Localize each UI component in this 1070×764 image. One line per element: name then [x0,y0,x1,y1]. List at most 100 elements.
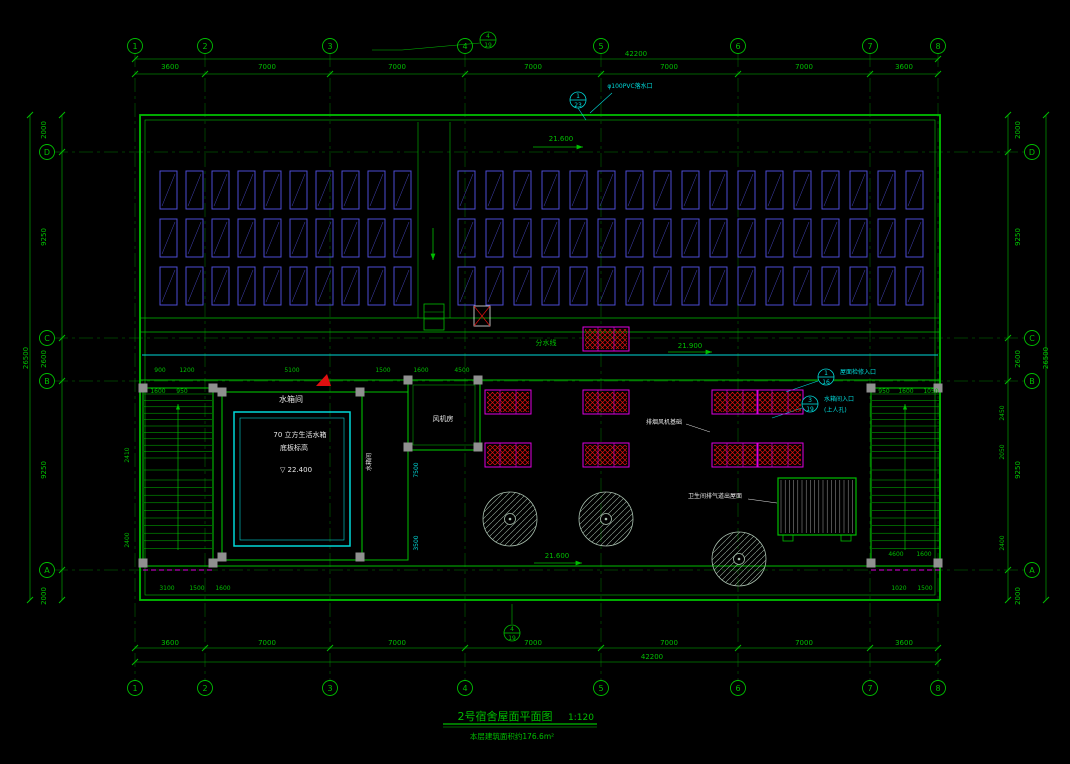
axis-bubble: 2 [197,680,213,696]
skylight-glass-line [239,221,254,255]
skylight-panel [709,266,728,306]
skylight-panel [263,170,282,210]
annotation-text: 3600 [895,639,913,647]
fan-room [407,379,481,451]
dimension-tick [866,70,874,78]
roof-fan [711,531,767,587]
axis-bubble: A [1024,562,1040,578]
skylight-glass-line [655,221,670,255]
skylight-panel [315,218,334,258]
skylight-glass-line [767,173,782,207]
skylight-panel [341,266,360,306]
skylight-panel [653,218,672,258]
column [355,552,365,562]
drawing-title: 2号宿舍屋面平面图 [458,709,553,723]
skylight-panel [485,266,504,306]
column [403,442,413,452]
skylight-glass-line [265,173,280,207]
axis-bubble: 6 [730,38,746,54]
annotation-text: 4600 [888,551,903,558]
dimension-tick [326,70,334,78]
column [217,387,227,397]
skylight-glass-line [767,221,782,255]
skylight-panel [793,170,812,210]
skylight-panel [849,266,868,306]
axis-label: 2 [202,684,207,693]
dimension-tick [58,377,66,385]
annotation-text: 2000 [1014,587,1022,605]
annotation-text: 9250 [40,461,48,479]
dimension-tick [1004,377,1012,385]
skylight-glass-line [879,269,894,303]
skylight-glass-line [265,221,280,255]
skylight-glass-line [627,269,642,303]
detail-number: 23 [574,102,582,109]
skylight-glass-line [291,221,306,255]
water-tank-outer [233,411,351,547]
annotation-text: 4500 [454,367,469,374]
skylight-glass-line [571,269,586,303]
skylight-panel [341,218,360,258]
annotation-text: 3100 [159,585,174,592]
skylight-glass-line [213,269,228,303]
skylight-glass-line [369,173,384,207]
annotation-text: 21.900 [678,342,703,350]
dimension-tick [1004,111,1012,119]
axis-bubble: B [1024,373,1040,389]
roof-hatch [473,305,491,327]
skylight-panel [569,266,588,306]
column [355,387,365,397]
axis-label: A [1029,566,1035,575]
axis-label: B [1029,377,1035,386]
skylight-panel [237,266,256,306]
skylight-glass-line [571,221,586,255]
water-tank-inner [239,417,345,541]
skylight-glass-line [683,269,698,303]
dimension-tick [1004,596,1012,604]
axis-bubble: 4 [457,38,473,54]
axis-label: C [44,334,50,343]
skylight-panel [393,170,412,210]
skylight-glass-line [543,269,558,303]
annotation-text: 9250 [40,228,48,246]
skylight-glass-line [879,221,894,255]
roof-fan [578,491,634,547]
dimension-tick [26,111,34,119]
annotation-text: 950 [878,388,890,395]
skylight-glass-line [627,173,642,207]
dimension-tick [461,70,469,78]
annotation-text: 900 [154,367,166,374]
annotation-text: 2600 [1014,350,1022,368]
annotation-text: 7000 [258,63,276,71]
axis-label: 8 [935,42,940,51]
axis-label: 8 [935,684,940,693]
dimension-tick [58,111,66,119]
annotation-text: 26500 [1042,347,1050,369]
annotation-text: 排烟风机基础 [646,418,682,426]
roof-fan [482,491,538,547]
equipment-pad [711,442,759,468]
dimension-tick [461,644,469,652]
dimension-tick [734,644,742,652]
skylight-glass-line [627,221,642,255]
column [933,383,943,393]
detail-marker: 319 [801,395,819,413]
equipment-foot [840,534,852,542]
skylight-panel [211,170,230,210]
skylight-glass-line [187,221,202,255]
detail-number: 4 [510,626,514,633]
skylight-panel [821,170,840,210]
skylight-glass-line [187,173,202,207]
annotation-text: 42200 [625,50,647,58]
axis-bubble: B [39,373,55,389]
annotation-text: 1200 [179,367,194,374]
detail-number: 16 [822,379,830,386]
annotation-text: 分水线 [536,338,557,347]
skylight-glass-line [543,173,558,207]
dimension-tick [131,644,139,652]
skylight-glass-line [395,269,410,303]
annotation-text: 7000 [660,63,678,71]
axis-bubble: C [39,330,55,346]
skylight-glass-line [161,173,176,207]
